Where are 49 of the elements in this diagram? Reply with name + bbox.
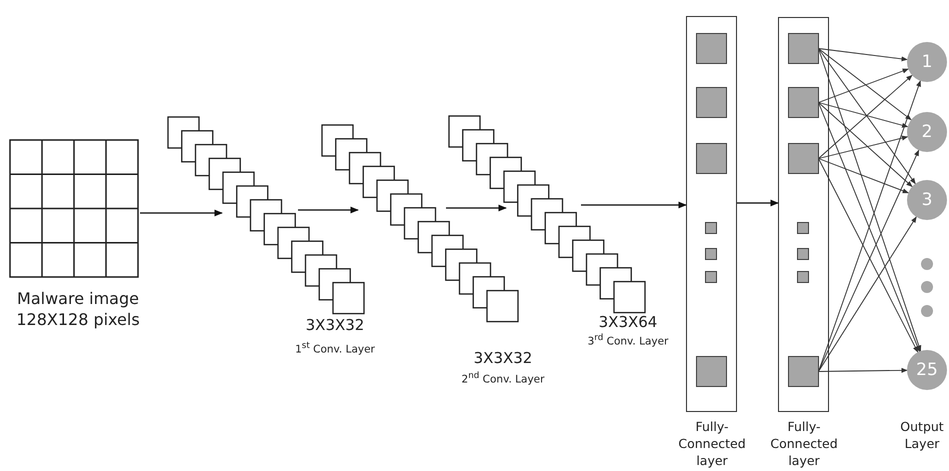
- output-layer-caption: Output Layer: [899, 418, 945, 452]
- arrow: [818, 102, 908, 128]
- arrow: [140, 210, 223, 216]
- neuron-square: [705, 271, 717, 283]
- neuron-square: [696, 33, 726, 64]
- output-neuron: 1: [907, 42, 947, 82]
- ellipsis-dot: [921, 305, 933, 317]
- neuron-square: [788, 87, 818, 118]
- neuron-square: [797, 222, 809, 234]
- neuron-square: [797, 248, 809, 260]
- output-neuron: 3: [907, 180, 947, 220]
- arrow: [737, 200, 779, 206]
- arrow: [818, 102, 920, 352]
- neuron-square: [705, 222, 717, 234]
- arrow: [581, 202, 687, 208]
- neuron-square: [696, 356, 726, 387]
- layer-name-label: 2$^{nd}$ Conv. Layer: [460, 371, 546, 386]
- arrow: [818, 48, 922, 352]
- arrow: [446, 204, 507, 212]
- filter-size-label: 3X3X32: [304, 316, 366, 334]
- output-neuron: 25: [907, 350, 947, 390]
- ellipsis-dot: [921, 258, 933, 270]
- neuron-square: [788, 143, 818, 174]
- arrow: [818, 48, 916, 184]
- output-neuron: 2: [907, 112, 947, 152]
- arrow: [818, 368, 908, 373]
- arrow: [818, 216, 917, 372]
- layer-caption: Fully-Connected layer: [769, 418, 839, 469]
- arrow: [818, 136, 908, 159]
- layer-name-label: 1$^{st}$ Conv. Layer: [294, 341, 376, 356]
- image-caption: Malware image 128X128 pixels: [15, 288, 141, 330]
- ellipsis-dot: [921, 281, 933, 293]
- arrow: [818, 48, 912, 120]
- arrow: [818, 68, 909, 103]
- neuron-square: [797, 271, 809, 283]
- arrow: [298, 206, 359, 214]
- arrow: [818, 102, 913, 188]
- neuron-square: [788, 356, 818, 387]
- filter-size-label: 3X3X64: [598, 313, 658, 331]
- layer-caption: Fully-Connected layer: [677, 418, 747, 469]
- filter-size-label: 3X3X32: [472, 349, 534, 367]
- neuron-square: [705, 248, 717, 260]
- neuron-square: [696, 143, 726, 174]
- layer-name-label: 3$^{rd}$ Conv. Layer: [586, 333, 670, 348]
- neuron-square: [788, 33, 818, 64]
- arrow: [818, 48, 908, 62]
- neuron-square: [696, 87, 726, 118]
- arrow: [818, 74, 913, 159]
- arrow: [818, 158, 909, 194]
